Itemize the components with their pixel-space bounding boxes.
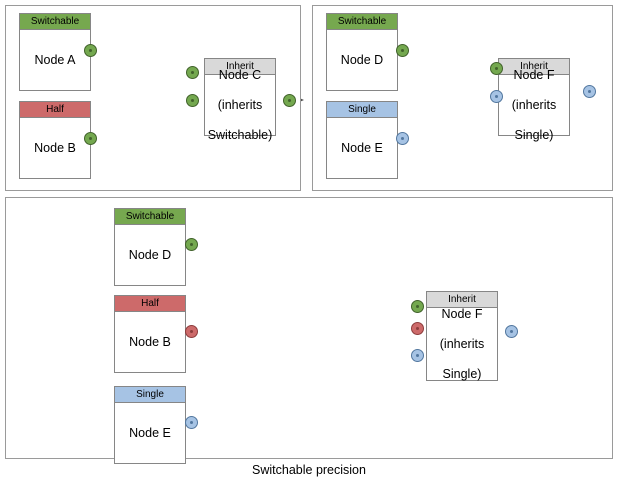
node-d-bottom[interactable]: Switchable Node D: [114, 208, 186, 286]
port-node-d-bottom-out[interactable]: [185, 238, 198, 251]
port-node-a-out[interactable]: [84, 44, 97, 57]
node-b-left-body: Node B: [34, 140, 76, 155]
port-node-c-in-1[interactable]: [186, 66, 199, 79]
node-f-bottom-line-2: (inherits: [439, 336, 485, 351]
node-f-bottom-line-3: Single): [442, 366, 482, 381]
node-c-line-3: Switchable): [207, 127, 273, 142]
node-e-bottom-header: Single: [115, 387, 185, 403]
node-b-bottom-body: Node B: [129, 334, 171, 349]
node-f-top-line-1: Node F: [513, 67, 555, 82]
node-f-bottom[interactable]: Inherit Node F (inherits Single): [426, 291, 498, 381]
node-f-bottom-body: Node F (inherits Single): [427, 306, 497, 381]
port-node-f-bottom-in-green[interactable]: [411, 300, 424, 313]
node-e-bottom[interactable]: Single Node E: [114, 386, 186, 464]
port-node-f-bottom-in-blue[interactable]: [411, 349, 424, 362]
port-node-f-top-in-2[interactable]: [490, 90, 503, 103]
node-b-left-header: Half: [20, 102, 90, 118]
node-e-top[interactable]: Single Node E: [326, 101, 398, 179]
node-f-bottom-line-1: Node F: [441, 306, 483, 321]
port-node-f-bottom-in-red[interactable]: [411, 322, 424, 335]
node-d-bottom-header: Switchable: [115, 209, 185, 225]
port-node-f-top-in-1[interactable]: [490, 62, 503, 75]
port-node-c-out[interactable]: [283, 94, 296, 107]
node-c-line-2: (inherits: [217, 97, 263, 112]
node-e-top-header: Single: [327, 102, 397, 118]
node-a-body: Node A: [34, 52, 76, 67]
node-c[interactable]: Inherit Node C (inherits Switchable): [204, 58, 276, 142]
panel-bottom: Switchable Node D Half Node B Single Nod…: [5, 197, 613, 464]
node-d-top[interactable]: Switchable Node D: [326, 13, 398, 91]
panel-top-left: Switchable Node A Half Node B Inherit No…: [5, 5, 301, 191]
panel-top-right: Switchable Node D Single Node E Inherit …: [312, 5, 613, 191]
node-f-top[interactable]: Inherit Node F (inherits Single): [498, 58, 570, 142]
node-f-top-line-3: Single): [514, 127, 554, 142]
node-b-bottom-header: Half: [115, 296, 185, 312]
node-f-top-line-2: (inherits: [511, 97, 557, 112]
node-f-bottom-header: Inherit: [427, 292, 497, 308]
node-f-top-header: Inherit: [499, 59, 569, 75]
node-e-bottom-body: Node E: [129, 425, 171, 440]
node-d-bottom-body: Node D: [128, 247, 172, 262]
port-node-e-bottom-out[interactable]: [185, 416, 198, 429]
node-e-top-body: Node E: [341, 140, 383, 155]
node-c-line-1: Node C: [218, 67, 262, 82]
port-node-f-bottom-out[interactable]: [505, 325, 518, 338]
node-a[interactable]: Switchable Node A: [19, 13, 91, 91]
node-b-bottom[interactable]: Half Node B: [114, 295, 186, 373]
port-node-e-top-out[interactable]: [396, 132, 409, 145]
port-node-c-in-2[interactable]: [186, 94, 199, 107]
node-c-body: Node C (inherits Switchable): [205, 68, 275, 142]
node-d-top-header: Switchable: [327, 14, 397, 30]
port-node-d-top-out[interactable]: [396, 44, 409, 57]
node-a-header: Switchable: [20, 14, 90, 30]
port-node-f-top-out[interactable]: [583, 85, 596, 98]
node-b-left[interactable]: Half Node B: [19, 101, 91, 179]
diagram-caption: Switchable precision: [252, 463, 366, 477]
port-node-b-bottom-out[interactable]: [185, 325, 198, 338]
port-node-b-left-out[interactable]: [84, 132, 97, 145]
node-f-top-body: Node F (inherits Single): [499, 68, 569, 142]
node-d-top-body: Node D: [340, 52, 384, 67]
node-c-header: Inherit: [205, 59, 275, 75]
